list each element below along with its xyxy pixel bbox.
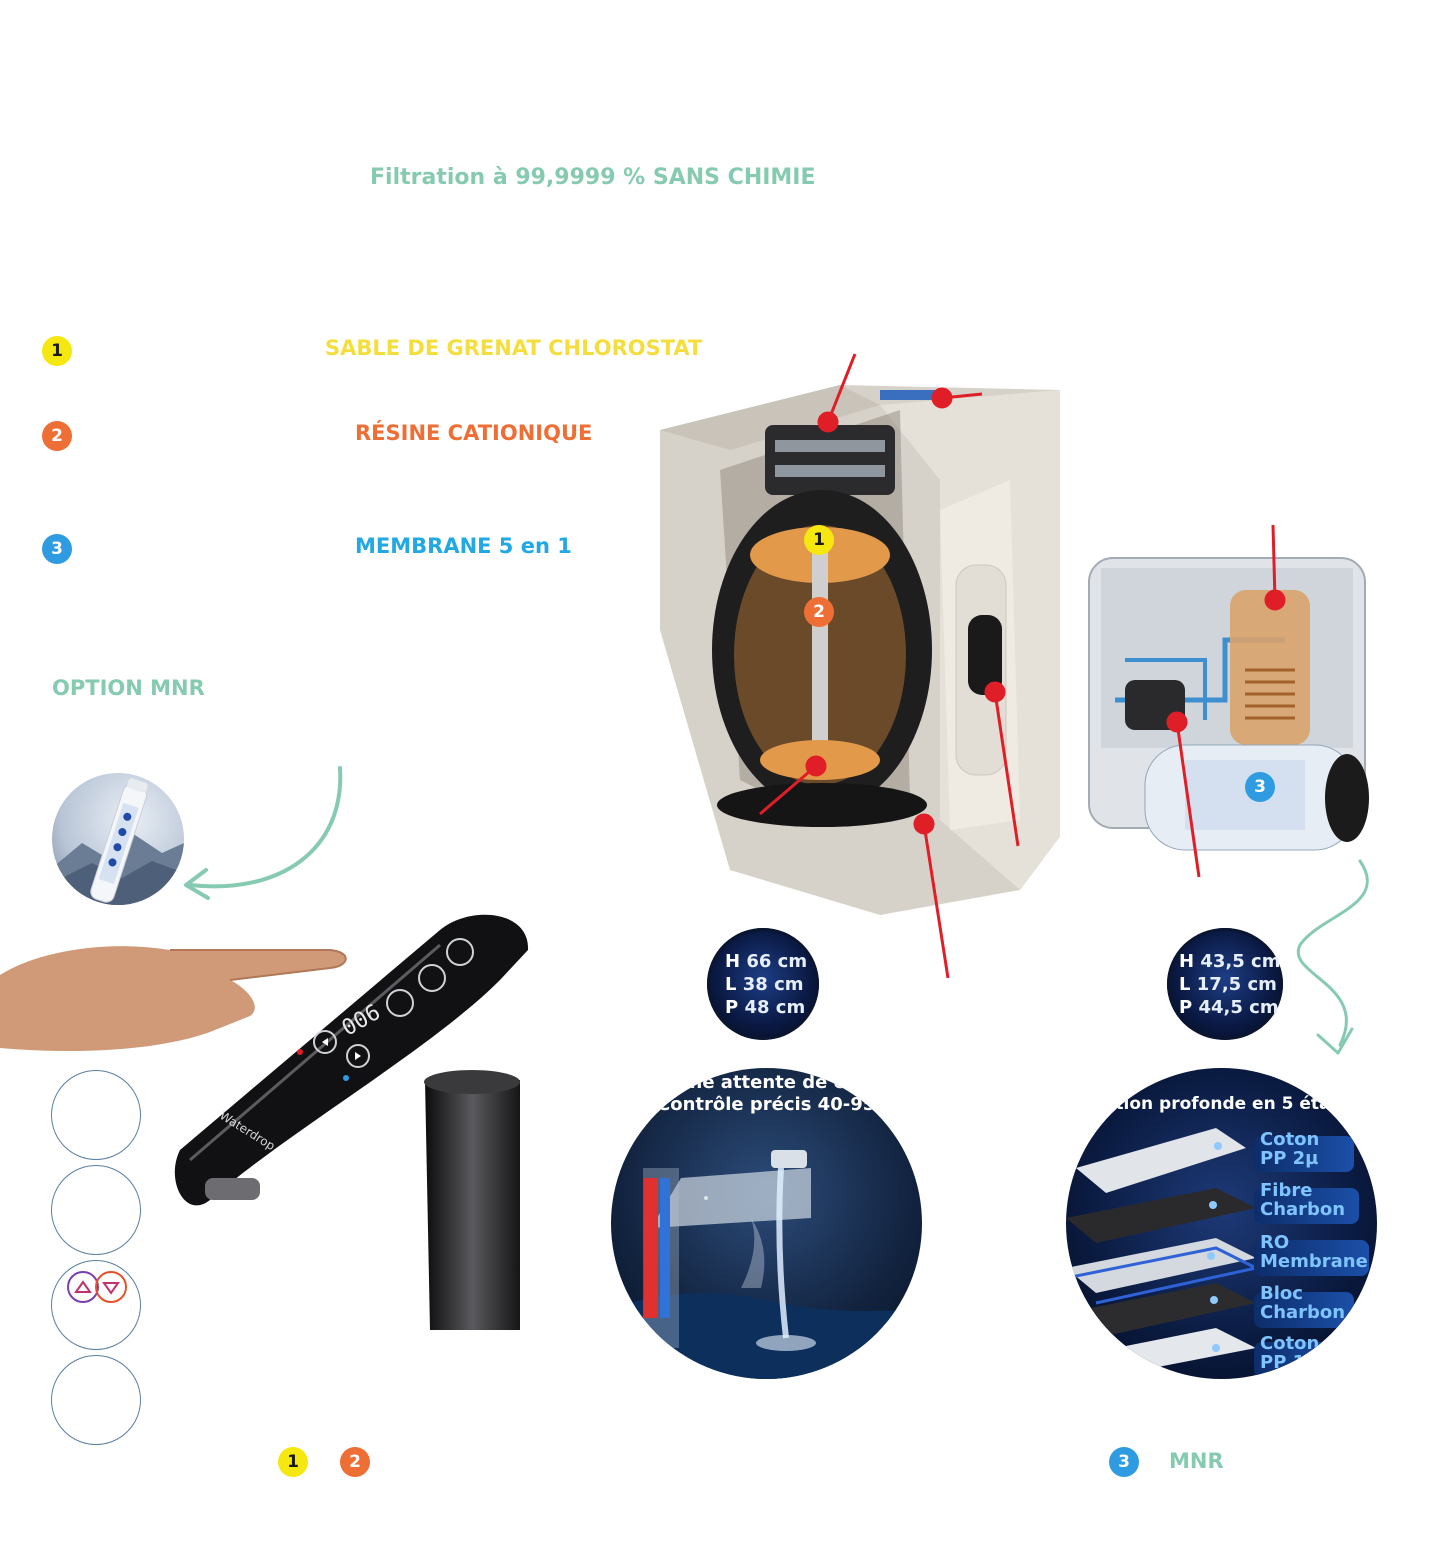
layer-tab-1	[1254, 1136, 1354, 1172]
layer-tab-5	[1254, 1342, 1344, 1378]
bottom-badge-3: 3	[1109, 1447, 1139, 1477]
softener-badge-2: 2	[804, 597, 834, 627]
bottom-badge-2: 2	[340, 1447, 370, 1477]
bottom-badge-1: 1	[278, 1447, 308, 1477]
height-key: H	[725, 950, 741, 972]
legend-label-membrane: MEMBRANE 5 en 1	[355, 534, 572, 558]
depth-key: P	[725, 996, 739, 1018]
width-key: L	[725, 973, 737, 995]
water-softener-cutaway	[660, 353, 1060, 979]
width-value: 17,5 cm	[1196, 973, 1277, 995]
layer-tab-3	[1254, 1240, 1369, 1276]
legend-badge-3: 3	[42, 534, 72, 564]
layer-tab-2	[1254, 1188, 1359, 1224]
hot-water-caption-1: ...ne attente de ch...	[669, 1072, 878, 1093]
depth-key: P	[1179, 996, 1193, 1018]
filtration-caption: ...tion profonde en 5 éta...	[1096, 1094, 1350, 1114]
depth-value: 44,5 cm	[1198, 996, 1279, 1018]
height-key: H	[1179, 950, 1195, 972]
legend-label-garnet-sand: SABLE DE GRENAT CHLOROSTAT	[325, 336, 703, 360]
hand-image	[0, 946, 347, 1052]
ro-badge-3: 3	[1245, 772, 1275, 802]
feature-ring-1	[51, 1070, 141, 1160]
legend-label-cation-resin: RÉSINE CATIONIQUE	[355, 421, 593, 445]
mnr-cartridge-photo	[52, 773, 184, 905]
width-value: 38 cm	[742, 973, 804, 995]
bottom-mnr-label: MNR	[1169, 1449, 1224, 1473]
wavy-arrow-icon	[1296, 859, 1369, 1055]
feature-ring-4	[51, 1355, 141, 1445]
softener-dimensions: H 66 cm L 38 cm P 48 cm	[707, 928, 819, 1040]
option-mnr-label: OPTION MNR	[52, 676, 205, 700]
feature-ring-3	[51, 1260, 141, 1350]
reverse-osmosis-unit	[1088, 524, 1369, 878]
softener-badge-1: 1	[804, 525, 834, 555]
curved-arrow-icon	[184, 766, 343, 900]
legend-badge-1: 1	[42, 336, 72, 366]
legend-badge-2: 2	[42, 421, 72, 451]
hot-water-caption-2: Contrôle précis 40-95°C	[657, 1094, 898, 1115]
ro-dimensions: H 43,5 cm L 17,5 cm P 44,5 cm	[1167, 928, 1283, 1040]
depth-value: 48 cm	[744, 996, 806, 1018]
headline: Filtration à 99,9999 % SANS CHIMIE	[370, 165, 816, 190]
layer-tab-4	[1254, 1292, 1354, 1328]
width-key: L	[1179, 973, 1191, 995]
height-value: 43,5 cm	[1200, 950, 1281, 972]
feature-ring-2	[51, 1165, 141, 1255]
temperature-arrows-icon	[67, 1271, 127, 1303]
hot-water-photo: ...ne attente de ch... Contrôle précis 4…	[611, 1068, 922, 1379]
height-value: 66 cm	[746, 950, 808, 972]
smart-tap: 006 Waterdrop	[174, 914, 529, 1330]
